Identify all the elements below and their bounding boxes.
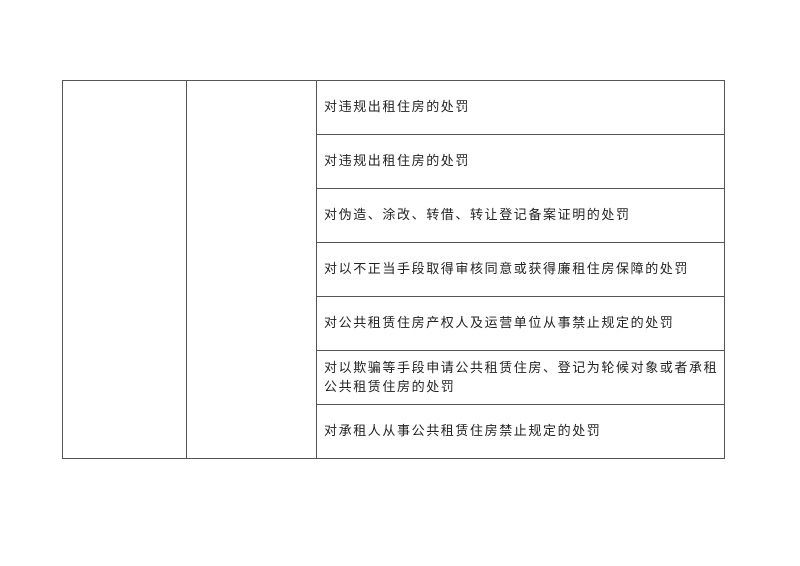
- table-row: 对伪造、涂改、转借、转让登记备案证明的处罚: [63, 188, 725, 243]
- table-row: 对公共租赁住房产权人及运营单位从事禁止规定的处罚: [63, 296, 725, 351]
- merged-cell-column-1: [62, 80, 187, 459]
- penalty-item-cell: 对以欺骗等手段申请公共租赁住房、登记为轮候对象或者承租公共租赁住房的处罚: [316, 350, 725, 405]
- penalty-items-table: 对违规出租住房的处罚 对违规出租住房的处罚 对伪造、涂改、转借、转让登记备案证明…: [62, 80, 725, 459]
- penalty-item-cell: 对承租人从事公共租赁住房禁止规定的处罚: [316, 404, 725, 459]
- penalty-item-cell: 对伪造、涂改、转借、转让登记备案证明的处罚: [316, 188, 725, 243]
- penalty-item-cell: 对以不正当手段取得审核同意或获得廉租住房保障的处罚: [316, 242, 725, 297]
- table-row: 对以欺骗等手段申请公共租赁住房、登记为轮候对象或者承租公共租赁住房的处罚: [63, 350, 725, 405]
- table-row: 对承租人从事公共租赁住房禁止规定的处罚: [63, 404, 725, 459]
- penalty-item-cell: 对公共租赁住房产权人及运营单位从事禁止规定的处罚: [316, 296, 725, 351]
- merged-cell-column-2: [186, 80, 317, 459]
- penalty-item-cell: 对违规出租住房的处罚: [316, 80, 725, 135]
- table-row: 对违规出租住房的处罚: [62, 80, 725, 459]
- table-row: 对违规出租住房的处罚: [63, 134, 725, 189]
- penalty-item-cell: 对违规出租住房的处罚: [316, 134, 725, 189]
